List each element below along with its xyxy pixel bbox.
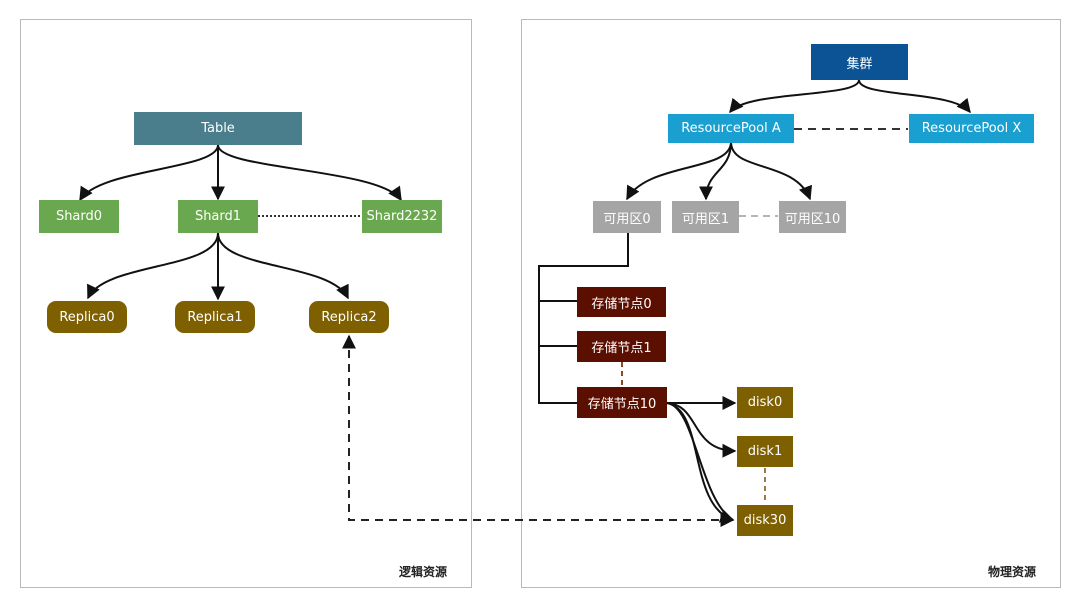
edge-poolA-zone0 (626, 141, 732, 201)
resource-pool-node: ResourcePool A (668, 114, 794, 143)
disk-node: disk1 (737, 436, 793, 467)
availability-zone-node: 可用区0 (593, 201, 661, 233)
storage-node: 存储节点1 (577, 331, 666, 362)
edge-shard1-replica2 (217, 232, 349, 300)
edge-table-shard0 (79, 144, 219, 202)
disk-node: disk0 (737, 387, 793, 418)
edge-cluster-poolX (858, 79, 971, 114)
cluster-node: 集群 (811, 44, 908, 80)
edge-poolA-zone1 (699, 141, 732, 201)
replica-node: Replica0 (47, 301, 127, 333)
edge-poolA-zone10 (730, 141, 812, 201)
edge-shard1-replica0 (87, 232, 219, 300)
edge-zone0-storage-bracket (538, 233, 629, 404)
logical-panel-caption: 逻辑资源 (399, 565, 448, 579)
resource-pool-node: ResourcePool X (909, 114, 1034, 143)
shard-node: Shard1 (178, 200, 258, 233)
dashed-replica2-disk30 (342, 334, 735, 527)
availability-zone-node: 可用区10 (779, 201, 846, 233)
shard-node: Shard0 (39, 200, 119, 233)
edge-table-shard2232 (217, 144, 402, 202)
storage-node: 存储节点0 (577, 287, 666, 317)
disk-node: disk30 (737, 505, 793, 536)
storage-node: 存储节点10 (577, 387, 667, 418)
table-node: Table (134, 112, 302, 145)
physical-panel-caption: 物理资源 (988, 565, 1037, 579)
replica-node: Replica2 (309, 301, 389, 333)
edge-cluster-poolA (729, 79, 860, 114)
shard-node: Shard2232 (362, 200, 442, 233)
replica-node: Replica1 (175, 301, 255, 333)
edge-storage10-disk30-b (666, 402, 734, 521)
availability-zone-node: 可用区1 (672, 201, 739, 233)
